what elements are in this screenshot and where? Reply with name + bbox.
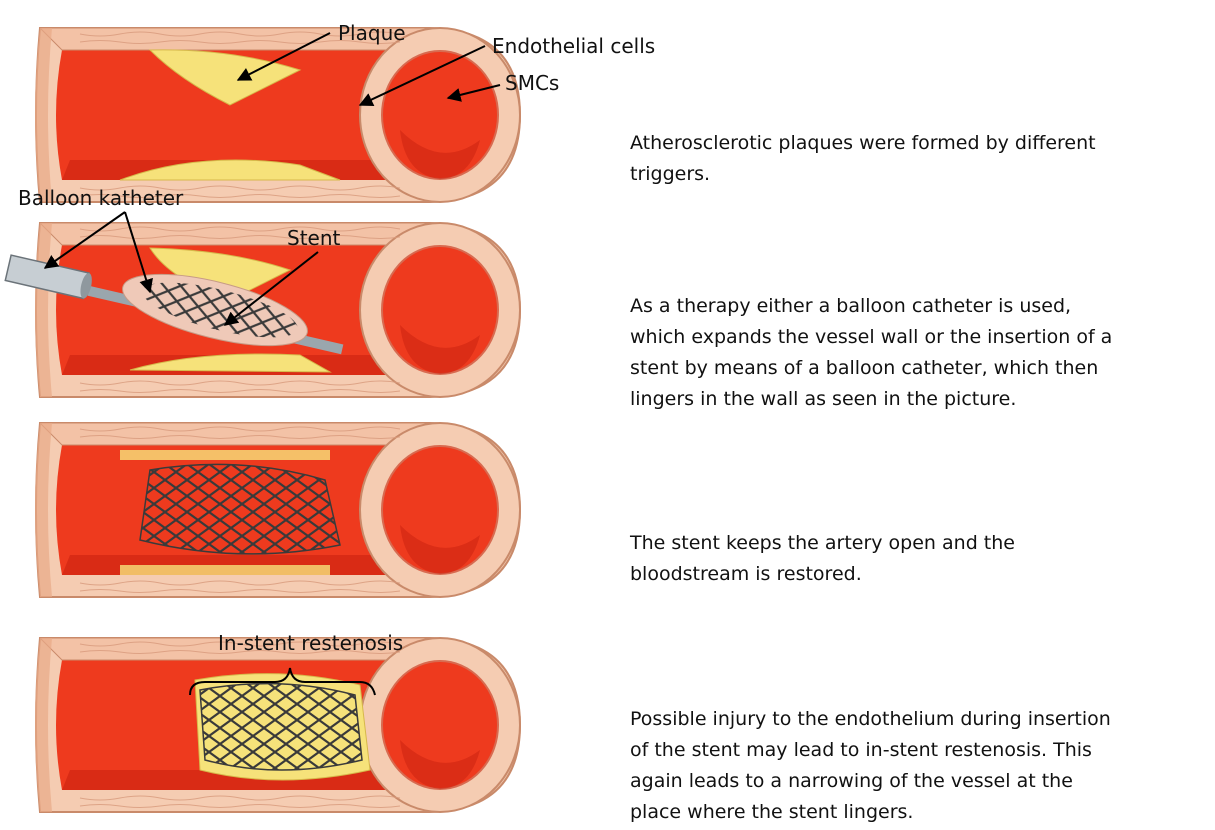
stent-expanded — [140, 464, 340, 554]
label-stent: Stent — [287, 226, 341, 250]
description-1: Atherosclerotic plaques were formed by d… — [630, 128, 1210, 190]
label-balloon-katheter: Balloon katheter — [18, 186, 184, 210]
label-in-stent-restenosis: In-stent restenosis — [218, 631, 403, 655]
vessel-panel-restenosis — [35, 638, 520, 812]
vessel-panel-stent — [35, 423, 520, 597]
label-endothelial-cells: Endothelial cells — [492, 34, 655, 58]
description-3: The stent keeps the artery open and the … — [630, 528, 1210, 590]
vessel-panel-balloon — [5, 223, 520, 397]
stent-restenosis — [200, 684, 362, 770]
label-plaque: Plaque — [338, 21, 406, 45]
description-4: Possible injury to the endothelium durin… — [630, 704, 1210, 828]
label-smcs: SMCs — [505, 71, 559, 95]
description-2: As a therapy either a balloon catheter i… — [630, 291, 1210, 415]
vessel-panel-plaque — [35, 28, 520, 202]
